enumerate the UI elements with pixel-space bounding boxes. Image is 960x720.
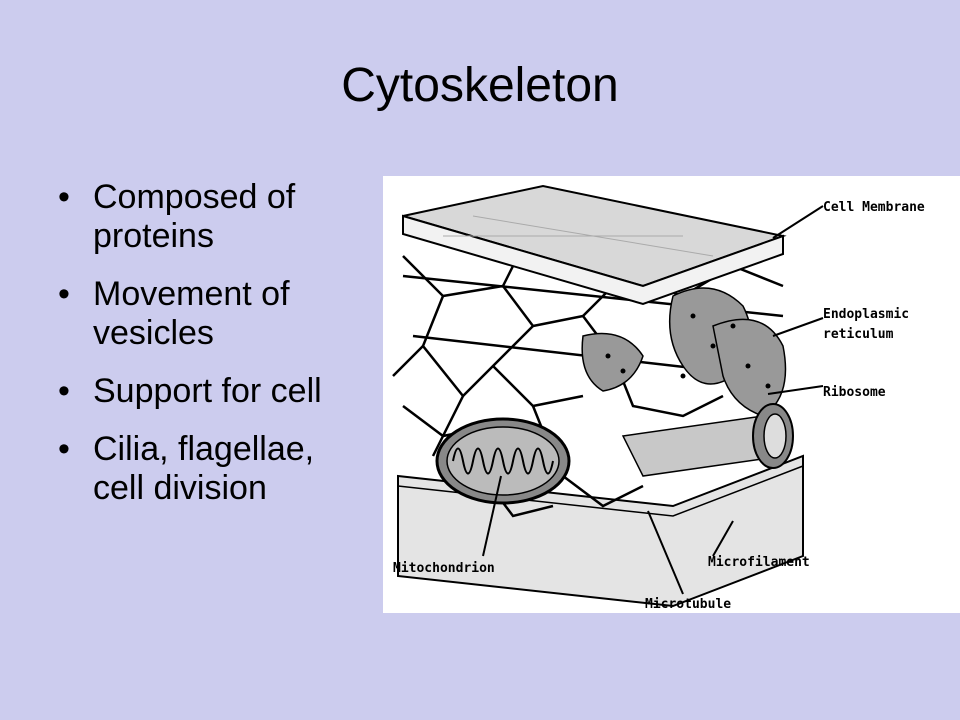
label-ribosome: Ribosome — [823, 385, 886, 400]
bullet-item: • Cilia, flagellae, cell division — [58, 430, 358, 508]
label-microfilament: Microfilament — [708, 555, 810, 570]
bullet-dot-icon: • — [58, 430, 70, 468]
label-cell-membrane: Cell Membrane — [823, 200, 925, 215]
bullet-dot-icon: • — [58, 178, 70, 216]
bullet-text: Composed of proteins — [93, 178, 296, 255]
ribosome-dots — [605, 313, 771, 389]
bullet-item: • Support for cell — [58, 372, 358, 411]
cytoskeleton-diagram: Cell Membrane Endoplasmic reticulum Ribo… — [383, 176, 960, 613]
bullet-text: Cilia, flagellae, cell division — [93, 430, 315, 507]
label-mitochondrion: Mitochondrion — [393, 561, 495, 576]
cytoskeleton-illustration: Cell Membrane Endoplasmic reticulum Ribo… — [392, 184, 925, 612]
leader-lines — [482, 205, 824, 595]
bullet-item: • Movement of vesicles — [58, 275, 358, 353]
endoplasmic-reticulum-shapes — [581, 287, 787, 417]
microtubule-cylinder — [621, 403, 794, 477]
bullet-dot-icon: • — [58, 275, 70, 313]
bullet-list: • Composed of proteins • Movement of vesic… — [58, 178, 358, 527]
bullet-text: Support for cell — [93, 372, 322, 410]
bullet-item: • Composed of proteins — [58, 178, 358, 256]
label-endoplasmic-line1: Endoplasmic — [823, 307, 909, 322]
bullet-text: Movement of vesicles — [93, 275, 290, 352]
mitochondrion-shape — [435, 417, 571, 505]
bullet-dot-icon: • — [58, 372, 70, 410]
slide-title: Cytoskeleton — [341, 59, 619, 112]
label-endoplasmic-line2: reticulum — [823, 327, 894, 342]
label-microtubule: Microtubule — [645, 597, 731, 612]
